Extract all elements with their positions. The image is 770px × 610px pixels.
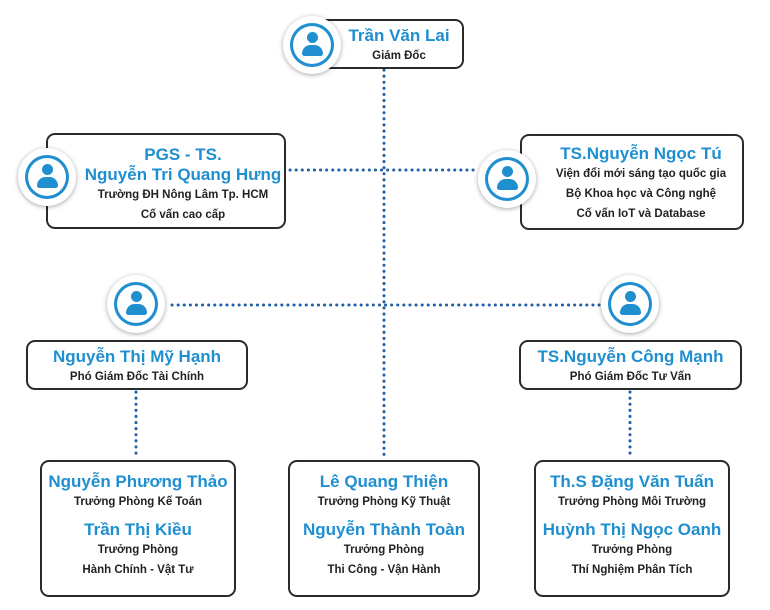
advisor-left-name-line2: Nguyễn Tri Quang Hưng: [84, 165, 282, 184]
dept-right-p1-title: Trưởng Phòng Môi Trường: [558, 496, 706, 508]
advisor-right-box[interactable]: TS.Nguyễn Ngọc Tú Viện đổi mới sáng tạo …: [520, 134, 744, 230]
dept-right-p2-title2: Thí Nghiệm Phân Tích: [571, 564, 693, 576]
dept-left-p2-title2: Hành Chính - Vật Tư: [82, 564, 194, 576]
advisor-left-name-line1: PGS - TS.: [144, 145, 222, 164]
deputy-right-title: Phó Giám Đốc Tư Vấn: [569, 371, 692, 383]
deputy-right-name: TS.Nguyễn Công Mạnh: [537, 347, 724, 366]
advisor-right-name: TS.Nguyễn Ngọc Tú: [560, 144, 722, 163]
dept-center-p1-title: Trưởng Phòng Kỹ Thuật: [317, 496, 451, 508]
deputy-right-box[interactable]: TS.Nguyễn Công Mạnh Phó Giám Đốc Tư Vấn: [519, 340, 742, 390]
advisor-right-line2: Bộ Khoa học và Công nghệ: [565, 188, 717, 200]
dept-left-p2-title1: Trưởng Phòng: [97, 544, 179, 556]
dept-left-p2-name: Trần Thị Kiều: [84, 520, 192, 539]
director-name: Trần Văn Lai: [348, 26, 450, 45]
dept-left-p1-name: Nguyễn Phương Thảo: [48, 472, 228, 491]
advisor-left-line1: Trường ĐH Nông Lâm Tp. HCM: [97, 189, 269, 201]
deputy-left-box[interactable]: Nguyễn Thị Mỹ Hạnh Phó Giám Đốc Tài Chín…: [26, 340, 248, 390]
user-avatar-icon: [601, 275, 659, 333]
director-title: Giám Đốc: [372, 50, 426, 62]
user-avatar-icon: [478, 150, 536, 208]
user-avatar-icon: [107, 275, 165, 333]
dept-center-p2-name: Nguyễn Thành Toàn: [302, 520, 466, 539]
user-avatar-icon: [18, 148, 76, 206]
user-avatar-icon: [283, 16, 341, 74]
dept-right-p2-title1: Trưởng Phòng: [591, 544, 673, 556]
dept-center-p2-title1: Trưởng Phòng: [343, 544, 425, 556]
advisor-left-line2: Cố vấn cao cấp: [140, 209, 226, 221]
dept-right-p2-name: Huỳnh Thị Ngọc Oanh: [542, 520, 722, 539]
deputy-left-name: Nguyễn Thị Mỹ Hạnh: [52, 347, 222, 366]
dept-right-box[interactable]: Th.S Đặng Văn Tuấn Trưởng Phòng Môi Trườ…: [534, 460, 730, 597]
dept-left-box[interactable]: Nguyễn Phương Thảo Trưởng Phòng Kế Toán …: [40, 460, 236, 597]
advisor-left-box[interactable]: PGS - TS. Nguyễn Tri Quang Hưng Trường Đ…: [46, 133, 286, 229]
advisor-right-line1: Viện đổi mới sáng tạo quốc gia: [555, 168, 727, 180]
dept-center-p2-title2: Thi Công - Vận Hành: [327, 564, 441, 576]
dept-center-box[interactable]: Lê Quang Thiện Trưởng Phòng Kỹ Thuật Ngu…: [288, 460, 480, 597]
dept-left-p1-title: Trưởng Phòng Kế Toán: [73, 496, 203, 508]
deputy-left-title: Phó Giám Đốc Tài Chính: [69, 371, 205, 383]
dept-center-p1-name: Lê Quang Thiện: [319, 472, 449, 491]
advisor-right-line3: Cố vấn IoT và Database: [576, 208, 706, 220]
dept-right-p1-name: Th.S Đặng Văn Tuấn: [549, 472, 715, 491]
